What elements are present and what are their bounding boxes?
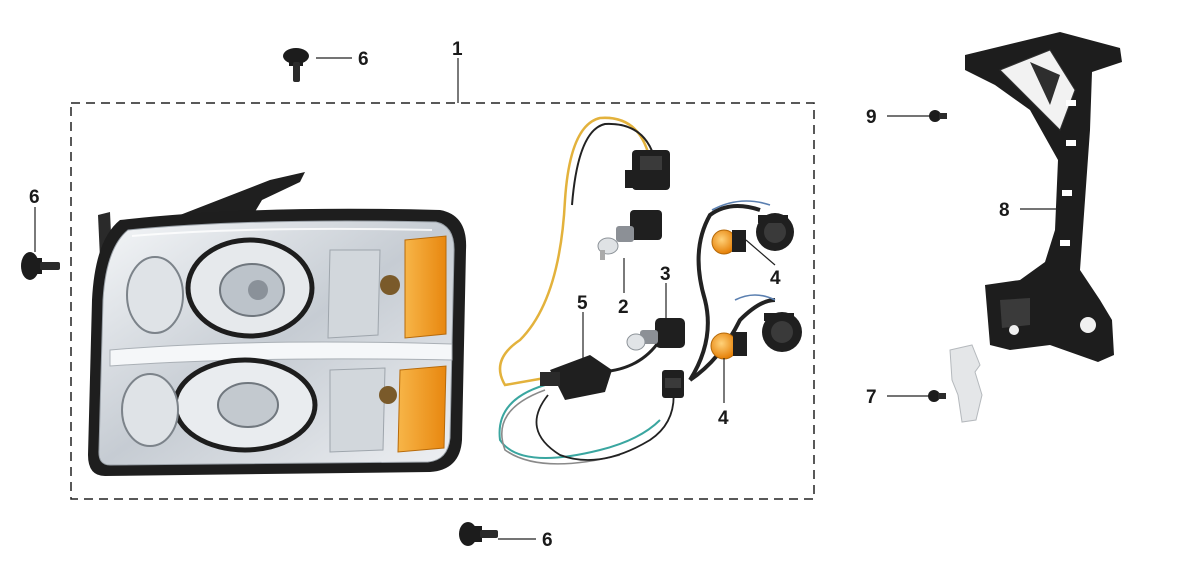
upper-connector — [625, 150, 670, 190]
callout-9: 9 — [866, 107, 877, 128]
turn-signal-bulb-upper — [711, 213, 794, 255]
leader-4a — [745, 239, 776, 266]
bolt-icon-top — [283, 48, 309, 82]
callout-6-top: 6 — [358, 49, 369, 70]
retainer-clip — [949, 344, 983, 423]
callout-4-upper: 4 — [770, 268, 781, 289]
turn-signal-bulb-lower — [710, 312, 802, 360]
callout-6-left: 6 — [29, 187, 40, 208]
mounting-bracket — [965, 32, 1122, 362]
low-beam-bulb — [626, 318, 685, 398]
callout-2: 2 — [618, 297, 629, 318]
pin-icon-7 — [928, 390, 946, 402]
pin-icon-9 — [929, 110, 947, 122]
bolt-icon-bottom — [459, 522, 498, 546]
bolt-icon-left — [21, 252, 60, 280]
harness-connector — [540, 355, 612, 400]
callout-4-lower: 4 — [718, 408, 729, 429]
callout-5: 5 — [577, 293, 588, 314]
callout-1: 1 — [452, 39, 463, 60]
callout-3: 3 — [660, 264, 671, 285]
headlamp-housing — [88, 172, 467, 476]
headlamp-bulb — [597, 210, 662, 260]
callout-6-bottom: 6 — [542, 530, 553, 551]
callout-7: 7 — [866, 387, 877, 408]
callout-8: 8 — [999, 200, 1010, 221]
wiring-harness — [498, 116, 776, 465]
